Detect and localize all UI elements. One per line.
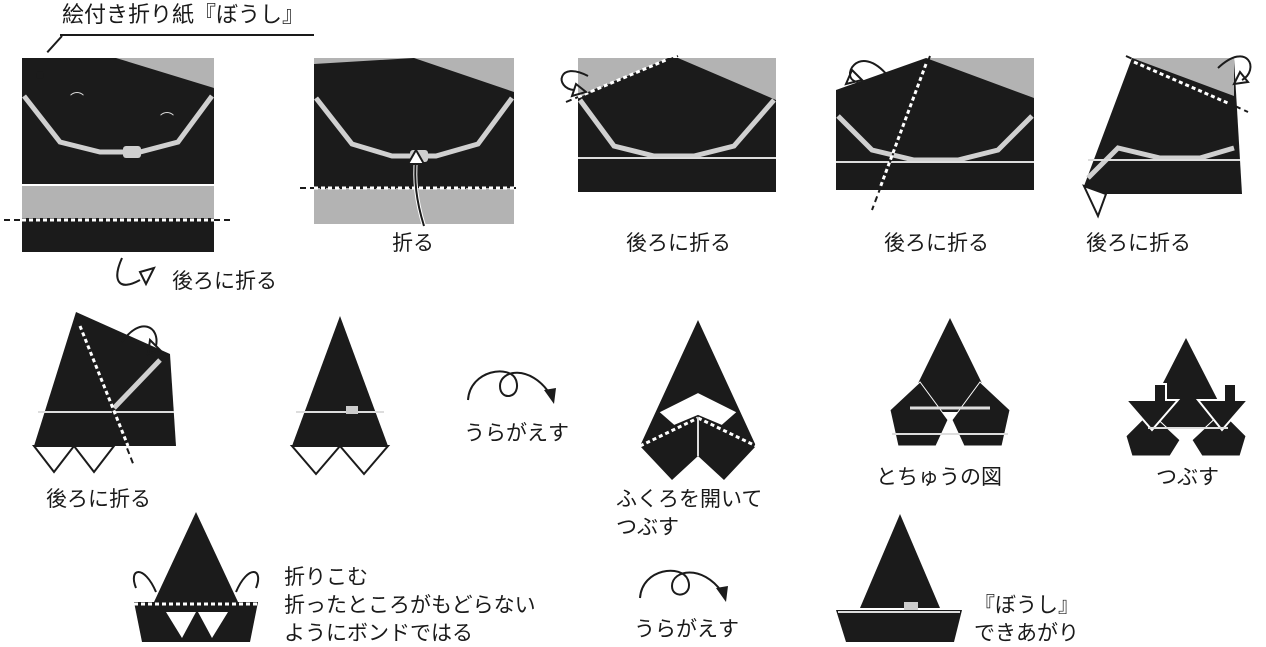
step-12-label-line1: 折りこむ: [284, 565, 368, 589]
title-underline: [60, 34, 314, 36]
step-11-diagram: [1123, 338, 1251, 457]
step-4-diagram: [836, 55, 1034, 211]
step-3-diagram: [560, 55, 776, 192]
svg-text:⌒: ⌒: [160, 112, 174, 128]
final-label-line2: できあがり: [974, 621, 1079, 645]
step-4-label: 後ろに折る: [884, 231, 989, 255]
final-label-line1: 『ぼうし』: [974, 593, 1079, 617]
step-2-diagram: [300, 58, 520, 227]
step-11-label: つぶす: [1156, 465, 1219, 489]
step-10-diagram: [889, 318, 1011, 447]
step-3-label: 後ろに折る: [626, 231, 731, 255]
step-5-label: 後ろに折る: [1086, 231, 1191, 255]
final-hat-diagram: [836, 514, 962, 642]
step-7-diagram: [289, 316, 391, 476]
step-9-diagram: [639, 320, 757, 480]
step-12-label-line3: ようにボンドではる: [284, 621, 473, 645]
step-9-label-line2: つぶす: [616, 515, 679, 539]
step-13-flip-arrow: [639, 569, 728, 602]
step-13-label: うらがえす: [634, 617, 739, 641]
step-6-label: 後ろに折る: [46, 487, 151, 511]
step-6-diagram: [31, 312, 176, 474]
step-10-label: とちゅうの図: [876, 465, 1002, 489]
step-8-label: うらがえす: [464, 421, 569, 445]
svg-text:⌒: ⌒: [70, 92, 84, 108]
page-title: 絵付き折り紙『ぼうし』: [62, 3, 305, 28]
step-1-diagram: ⌒ ⌒: [4, 58, 232, 287]
step-1-label: 後ろに折る: [172, 269, 277, 293]
step-9-label-line1: ふくろを開いて: [616, 487, 763, 511]
step-12-diagram: [132, 512, 260, 642]
step-12-label-line2: 折ったところがもどらない: [284, 593, 536, 617]
step-5-diagram: [1082, 55, 1252, 219]
step-8-flip-arrow: [467, 370, 556, 404]
step-2-label: 折る: [392, 231, 434, 255]
